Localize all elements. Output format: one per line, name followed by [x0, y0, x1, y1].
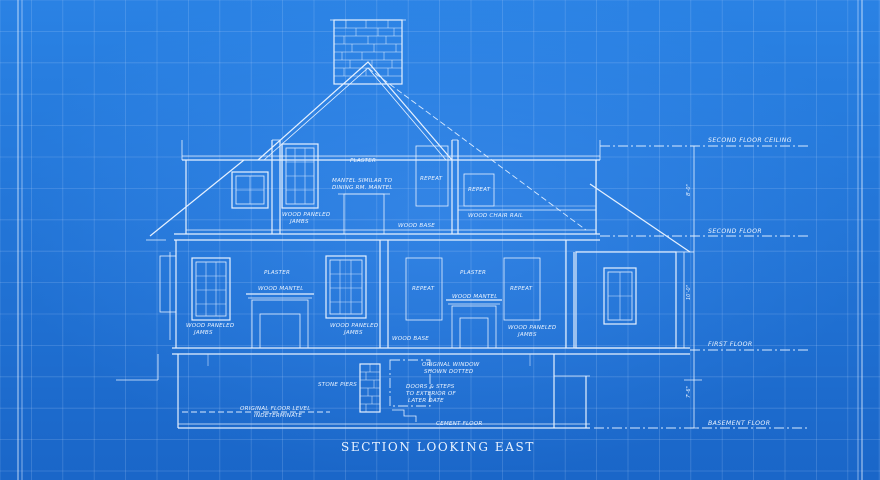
note-doors-steps-1: DOORS & STEPS [406, 384, 455, 390]
note-wood-paneled-left-1: WOOD PANELED [186, 323, 235, 329]
note-wood-paneled-left-2: JAMBS [193, 330, 213, 336]
note-wood-base-upper: WOOD BASE [398, 223, 435, 229]
dimension-middle: 10'-0" [686, 285, 692, 300]
note-wood-paneled-right-1: WOOD PANELED [508, 325, 557, 331]
note-doors-steps-3: LATER DATE [408, 398, 444, 404]
note-original-window-1: ORIGINAL WINDOW [422, 362, 480, 368]
dimension-lower: 7'-6" [686, 386, 692, 398]
note-wood-mantel-right: WOOD MANTEL [452, 294, 498, 300]
note-wood-mantel-left: WOOD MANTEL [258, 286, 304, 292]
level-reference-lines [594, 145, 808, 429]
note-plaster-left: PLASTER [264, 270, 290, 276]
level-labels: SECOND FLOOR CEILING SECOND FLOOR FIRST … [708, 137, 792, 427]
note-wood-base-mid: WOOD BASE [392, 336, 429, 342]
label-basement-floor: BASEMENT FLOOR [708, 420, 770, 427]
sheet-border [17, 0, 863, 480]
note-mantel-similar-1: MANTEL SIMILAR TO [332, 178, 393, 184]
note-wood-paneled-mid-2: JAMBS [343, 330, 363, 336]
label-second-floor-ceiling: SECOND FLOOR CEILING [708, 137, 792, 144]
note-stone-piers: STONE PIERS [318, 382, 357, 388]
note-repeat-mid-right: REPEAT [510, 286, 533, 292]
label-second-floor: SECOND FLOOR [708, 228, 762, 235]
annotations: PLASTER MANTEL SIMILAR TO DINING RM. MAN… [186, 158, 557, 427]
note-plaster-right: PLASTER [460, 270, 486, 276]
note-orig-floor-2: INDETERMINATE [254, 413, 302, 419]
dimension-labels: 8'-0" 10'-0" 7'-6" [686, 184, 692, 398]
label-first-floor: FIRST FLOOR [708, 341, 753, 348]
note-repeat-mid-left: REPEAT [412, 286, 435, 292]
roof-outline [146, 61, 694, 253]
note-plaster-upper: PLASTER [350, 158, 376, 164]
note-repeat-upper-small: REPEAT [468, 187, 491, 193]
note-wood-chair-rail: WOOD CHAIR RAIL [468, 213, 523, 219]
note-repeat-upper: REPEAT [420, 176, 443, 182]
basement [116, 354, 590, 428]
second-floor [181, 139, 601, 235]
note-wood-paneled-mid-1: WOOD PANELED [330, 323, 379, 329]
note-mantel-similar-2: DINING RM. MANTEL [332, 185, 393, 191]
note-wood-paneled-right-2: JAMBS [517, 332, 537, 338]
first-floor [159, 240, 685, 349]
note-cement-floor: CEMENT FLOOR [436, 421, 482, 427]
drawing-caption: SECTION LOOKING EAST [341, 440, 535, 454]
note-original-window-2: SHOWN DOTTED [424, 369, 474, 375]
dimension-upper: 8'-0" [686, 184, 692, 196]
note-wood-paneled-upper-1: WOOD PANELED [282, 212, 331, 218]
chimney [330, 19, 406, 85]
note-orig-floor-1: ORIGINAL FLOOR LEVEL [240, 406, 311, 412]
note-doors-steps-2: TO EXTERIOR OF [406, 391, 457, 397]
note-wood-paneled-upper-2: JAMBS [289, 219, 309, 225]
